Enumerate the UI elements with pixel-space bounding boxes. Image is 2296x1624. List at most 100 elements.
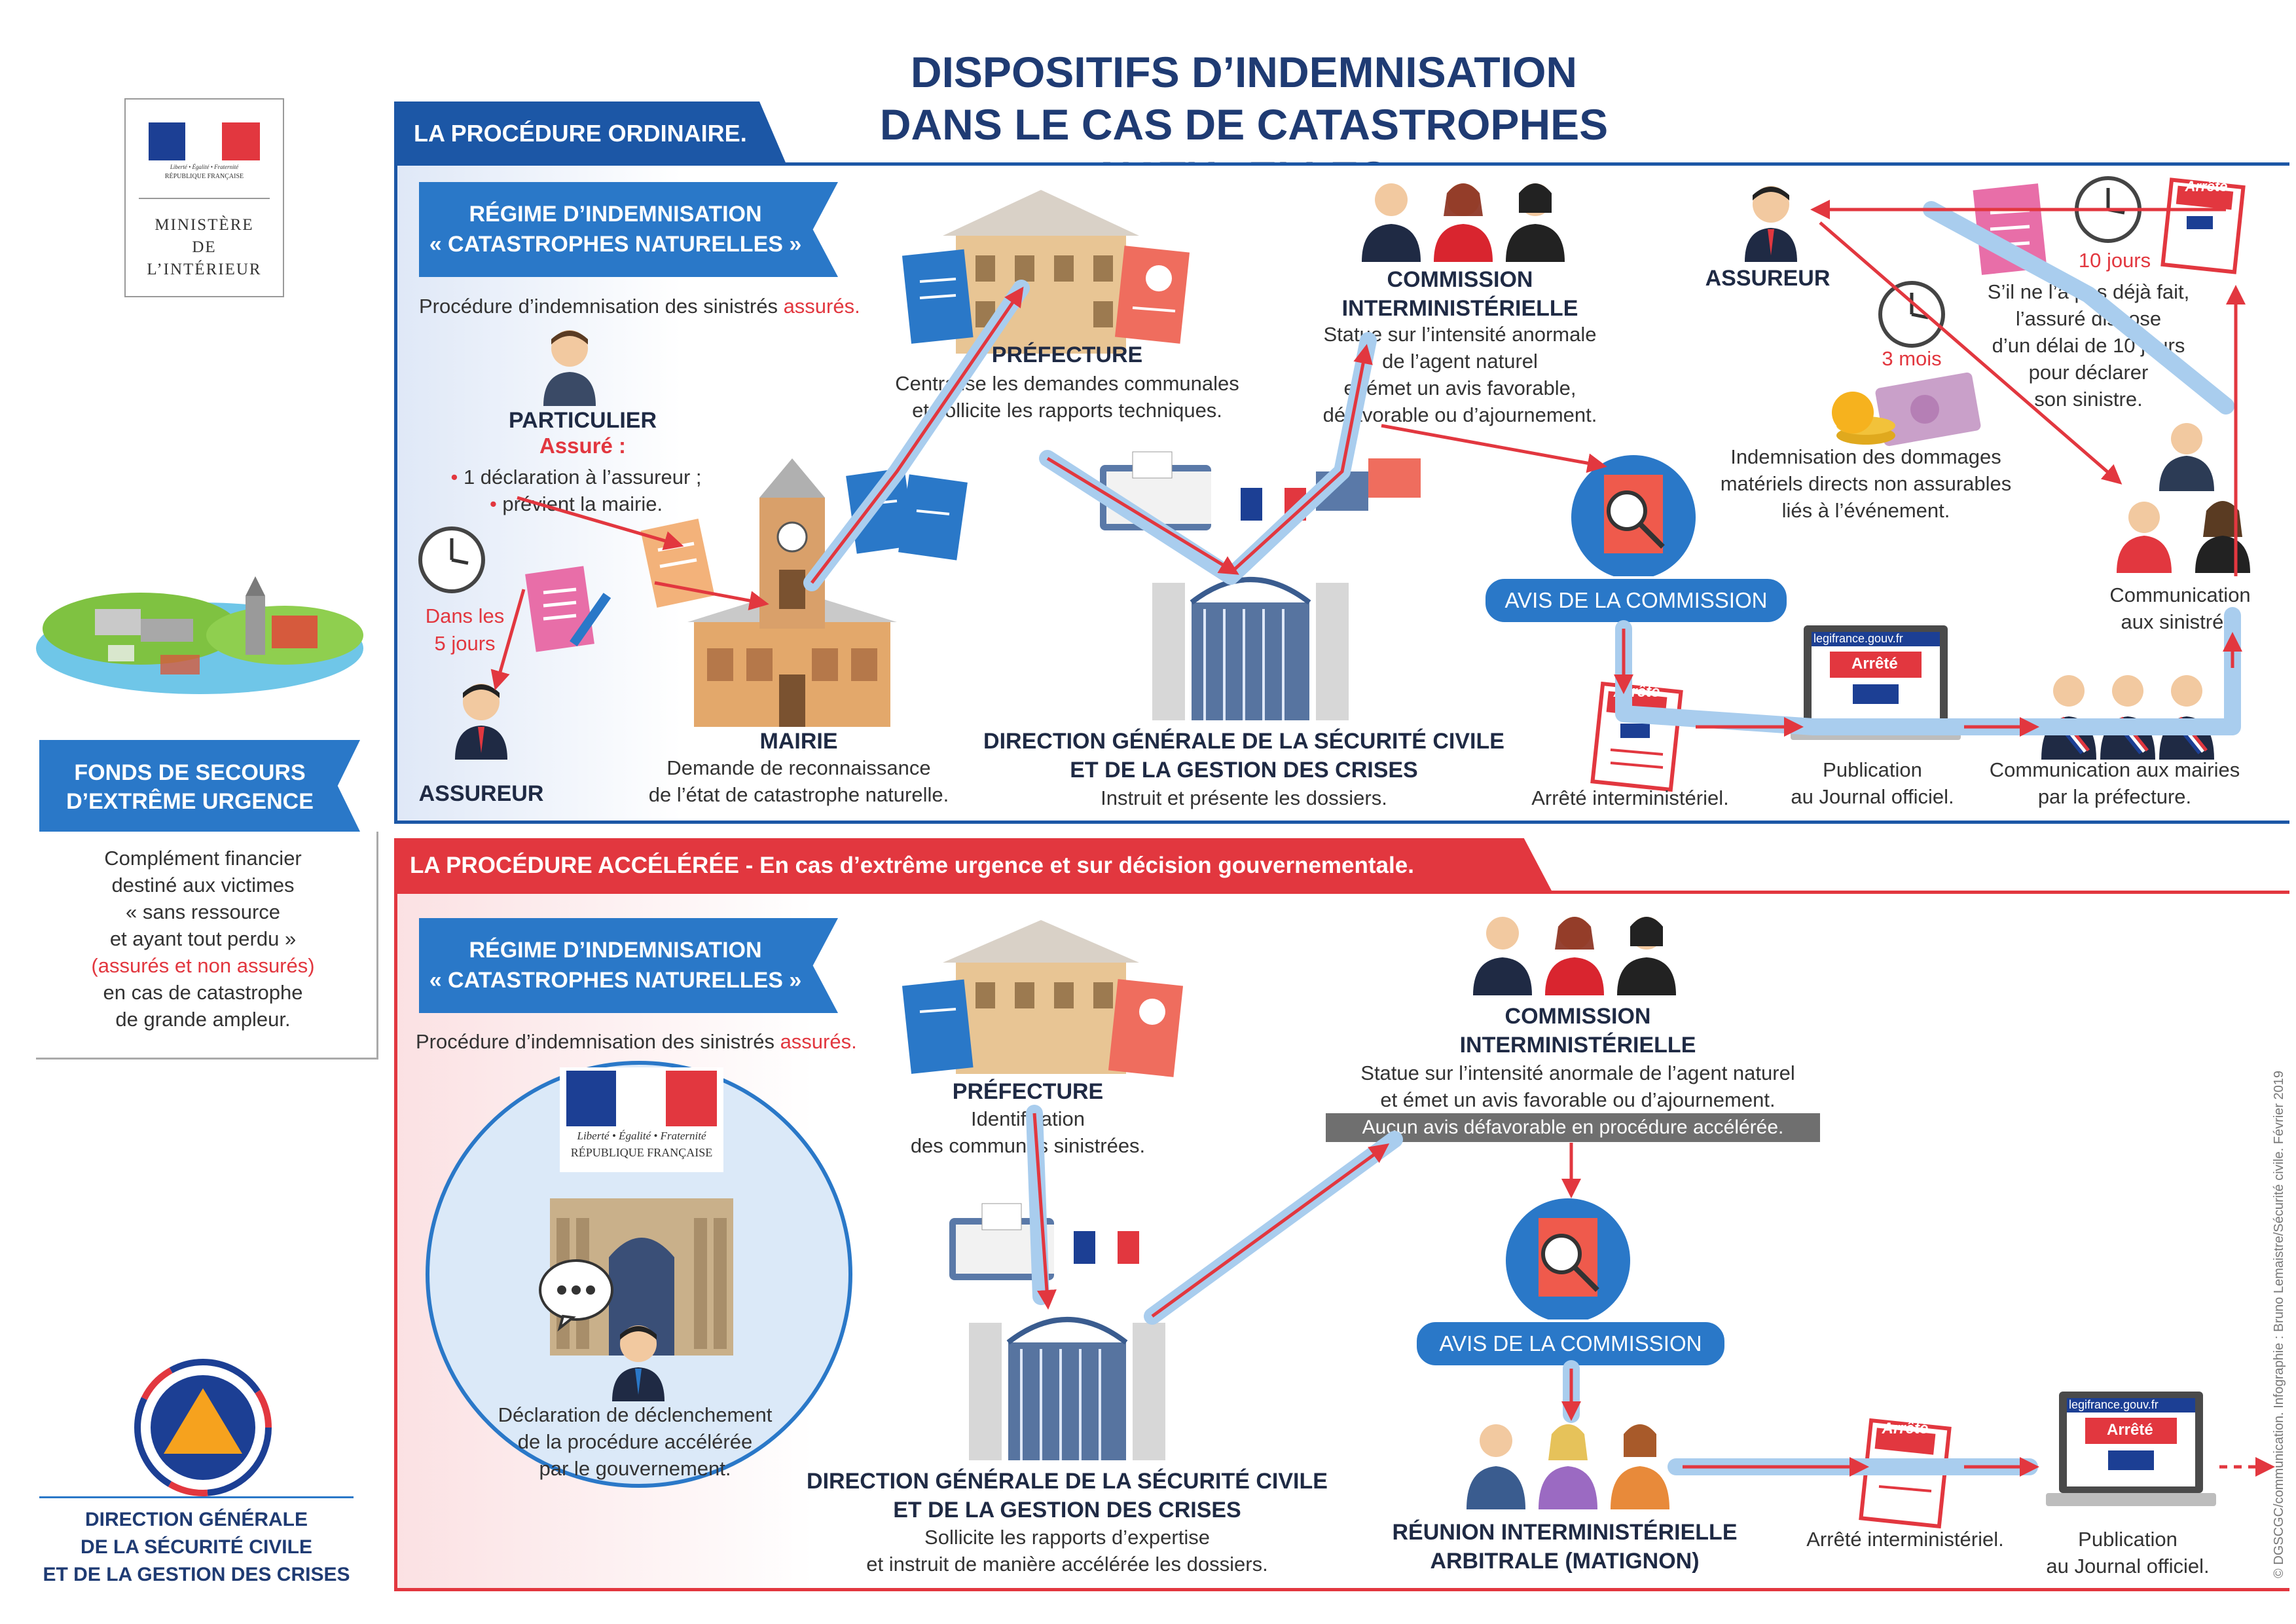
dix-jours: 10 jours bbox=[2078, 249, 2151, 272]
dgscgc-gate-icon bbox=[1152, 577, 1349, 720]
acceleree-regime-banner: RÉGIME D’INDEMNISATION « CATASTROPHES NA… bbox=[419, 918, 838, 1013]
commission-people-icon bbox=[1362, 183, 1565, 262]
avis-ordinaire-pill: AVIS DE LA COMMISSION bbox=[1483, 576, 1789, 625]
publication-acc-2: au Journal officiel. bbox=[2046, 1555, 2210, 1578]
speech-bubble-icon bbox=[539, 1259, 613, 1332]
france-flag-acc-icon bbox=[1074, 1231, 1139, 1264]
arrete-screen-acc: Arrêté bbox=[2107, 1421, 2153, 1439]
reunion-people-icon bbox=[1467, 1424, 1669, 1509]
prefecture-title: PRÉFECTURE bbox=[991, 342, 1143, 367]
bullet-2: • prévient la mairie. bbox=[419, 490, 733, 517]
publication-acc: Publication au Journal officiel. bbox=[2016, 1526, 2239, 1579]
rf-motto-large: Liberté • Égalité • Fraternité bbox=[577, 1130, 706, 1142]
declaration-text-3: par le gouvernement. bbox=[539, 1457, 731, 1480]
prefecture-acc-title: PRÉFECTURE bbox=[952, 1079, 1104, 1104]
dgscgc-ordinaire-text: Instruit et présente les dossiers. bbox=[1101, 786, 1387, 809]
arrete-acc-label: Arrêté bbox=[1882, 1420, 1929, 1437]
commission-ordinaire-line-1: COMMISSION bbox=[1387, 267, 1533, 292]
indemnisation-text-1: Indemnisation des dommages bbox=[1730, 445, 2001, 468]
dgscgc-ordinaire-title: DIRECTION GÉNÉRALE DE LA SÉCURITÉ CIVILE… bbox=[917, 727, 1571, 784]
dgscgc-acc-text-2: et instruit de manière accélérée les dos… bbox=[866, 1553, 1268, 1576]
indemnisation-text: Indemnisation des dommages matériels dir… bbox=[1702, 443, 2030, 524]
dgscgc-left-line-3: ET DE LA GESTION DES CRISES bbox=[43, 1564, 350, 1585]
demande-document-icon bbox=[640, 518, 715, 608]
communication-mairies: Communication aux mairies par la préfect… bbox=[1964, 756, 2265, 810]
fonds-box bbox=[36, 832, 378, 1060]
ministere-logo: Liberté • Égalité • Fraternité RÉPUBLIQU… bbox=[124, 98, 284, 297]
bullet-1: • 1 déclaration à l’assureur ; bbox=[419, 464, 733, 490]
prefecture-blue-doc-icon bbox=[902, 249, 974, 344]
acceleree-procedure-red: assurés. bbox=[780, 1030, 857, 1053]
commission-acc-text-1: Statue sur l’intensité anormale de l’age… bbox=[1360, 1061, 1795, 1084]
declaration-text-2: de la procédure accélérée bbox=[517, 1430, 753, 1453]
avis-acc-label: AVIS DE LA COMMISSION bbox=[1439, 1331, 1702, 1356]
ordinaire-tab: LA PROCÉDURE ORDINAIRE. bbox=[394, 101, 787, 166]
cinq-jours-line: 5 jours bbox=[434, 632, 496, 655]
assureur-right-person-icon bbox=[1745, 186, 1797, 262]
prefecture-text-2: et sollicite les rapports techniques. bbox=[912, 399, 1222, 422]
fonds-title: FONDS DE SECOURS D’EXTRÊME URGENCE bbox=[39, 758, 340, 816]
arrete-top-label: Arrêté bbox=[2185, 178, 2228, 194]
clock-icon-5-jours bbox=[418, 526, 485, 593]
clock-icon-3-mois bbox=[1878, 281, 1945, 348]
assureur-right-title: ASSUREUR bbox=[1705, 266, 1831, 291]
declaration-document-icon bbox=[525, 566, 611, 652]
assureur-left-person-icon bbox=[455, 684, 507, 760]
dgscgc-left-line-1: DIRECTION GÉNÉRALE bbox=[84, 1509, 308, 1530]
fonds-text-6: de grande ampleur. bbox=[115, 1008, 291, 1031]
bullet-dot-1: • bbox=[450, 466, 464, 489]
communication-sinistres-2: aux sinistrés. bbox=[2121, 610, 2240, 633]
prefecture-acc-red-doc-icon bbox=[1108, 979, 1184, 1077]
assureur-left-title: ASSUREUR bbox=[418, 781, 544, 806]
prefecture-acc-building-icon bbox=[943, 920, 1139, 1074]
rf-logo-large: Liberté • Égalité • Fraternité RÉPUBLIQU… bbox=[560, 1067, 723, 1172]
ordinaire-procedure-red: assurés. bbox=[783, 295, 860, 318]
trois-mois: 3 mois bbox=[1882, 347, 1942, 370]
communication-mairies-1: Communication aux mairies bbox=[1989, 758, 2240, 781]
commission-ordinaire-title: COMMISSION INTERMINISTÉRIELLE bbox=[1270, 265, 1650, 323]
acceleree-regime-line-1: RÉGIME D’INDEMNISATION bbox=[469, 938, 762, 963]
commission-ordinaire-text-2: de l’agent naturel bbox=[1382, 350, 1538, 373]
declaration-text-1: Déclaration de déclenchement bbox=[498, 1403, 773, 1426]
arrete-ordinaire-text: Arrêté interministériel. bbox=[1531, 786, 1729, 809]
fonds-text-2: destiné aux victimes bbox=[111, 874, 295, 896]
dgscgc-left-line-2: DE LA SÉCURITÉ CIVILE bbox=[81, 1536, 312, 1558]
acceleree-tab: LA PROCÉDURE ACCÉLÉRÉE - En cas d’extrêm… bbox=[394, 838, 1553, 893]
fonds-text-4: et ayant tout perdu » bbox=[109, 927, 297, 950]
fonds-text: Complément financier destiné aux victime… bbox=[39, 845, 367, 1033]
fonds-title-line-1: FONDS DE SECOURS bbox=[74, 760, 306, 785]
commission-ordinaire-line-2: INTERMINISTÉRIELLE bbox=[1341, 296, 1578, 321]
legifrance-url-acc: legifrance.gouv.fr bbox=[2069, 1398, 2159, 1411]
ministere-name: MINISTÈRE DE L’INTÉRIEUR bbox=[126, 214, 283, 281]
avis-ordinaire-label: AVIS DE LA COMMISSION bbox=[1504, 588, 1768, 612]
commission-ordinaire-text-3: et émet un avis favorable, bbox=[1343, 377, 1576, 399]
avis-acc-magnifier-icon bbox=[1506, 1198, 1630, 1323]
securite-civile-logo bbox=[134, 1359, 272, 1496]
dgscgc-ordinaire-line-2: ET DE LA GESTION DES CRISES bbox=[1070, 758, 1418, 783]
dgscgc-acc-line-1: DIRECTION GÉNÉRALE DE LA SÉCURITÉ CIVILE bbox=[807, 1469, 1328, 1494]
prefecture-acc-blue-doc-icon bbox=[902, 979, 974, 1074]
arrete-top-doc-icon bbox=[2160, 177, 2246, 274]
fonds-text-red: (assurés et non assurés) bbox=[91, 954, 315, 977]
delai-text-4: pour déclarer bbox=[2028, 361, 2149, 384]
acceleree-procedure-text: Procédure d’indemnisation des sinistrés … bbox=[416, 1028, 857, 1055]
reunion-line-2: ARBITRALE (MATIGNON) bbox=[1430, 1549, 1700, 1574]
main-title: DISPOSITIFS D’INDEMNISATION DANS LE CAS … bbox=[786, 46, 1702, 203]
ordinaire-regime-line-2: « CATASTROPHES NATURELLES » bbox=[429, 232, 802, 257]
dans-les-5-jours: Dans les 5 jours bbox=[406, 602, 524, 657]
indemnisation-text-2: matériels directs non assurables bbox=[1720, 472, 2012, 495]
ordinaire-procedure-prefix: Procédure d’indemnisation des sinistrés bbox=[419, 295, 784, 318]
rf-name-small: RÉPUBLIQUE FRANÇAISE bbox=[164, 173, 244, 180]
logo-divider bbox=[139, 198, 270, 199]
publication-ordinaire: Publication au Journal officiel. bbox=[1761, 756, 1984, 810]
rf-flag-large bbox=[566, 1071, 717, 1126]
dgscgc-acc-text-1: Sollicite les rapports d’expertise bbox=[924, 1526, 1210, 1549]
acceleree-tab-label: LA PROCÉDURE ACCÉLÉRÉE - En cas d’extrêm… bbox=[410, 853, 1414, 878]
mairie-text-1: Demande de reconnaissance bbox=[666, 756, 931, 779]
ordinaire-regime-title: RÉGIME D’INDEMNISATION « CATASTROPHES NA… bbox=[419, 199, 812, 259]
assure-label: Assuré : bbox=[539, 434, 627, 458]
ministere-line-1: MINISTÈRE bbox=[155, 216, 254, 234]
gouvernement-person-icon bbox=[612, 1325, 665, 1401]
commission-acc-people-icon bbox=[1473, 917, 1676, 995]
